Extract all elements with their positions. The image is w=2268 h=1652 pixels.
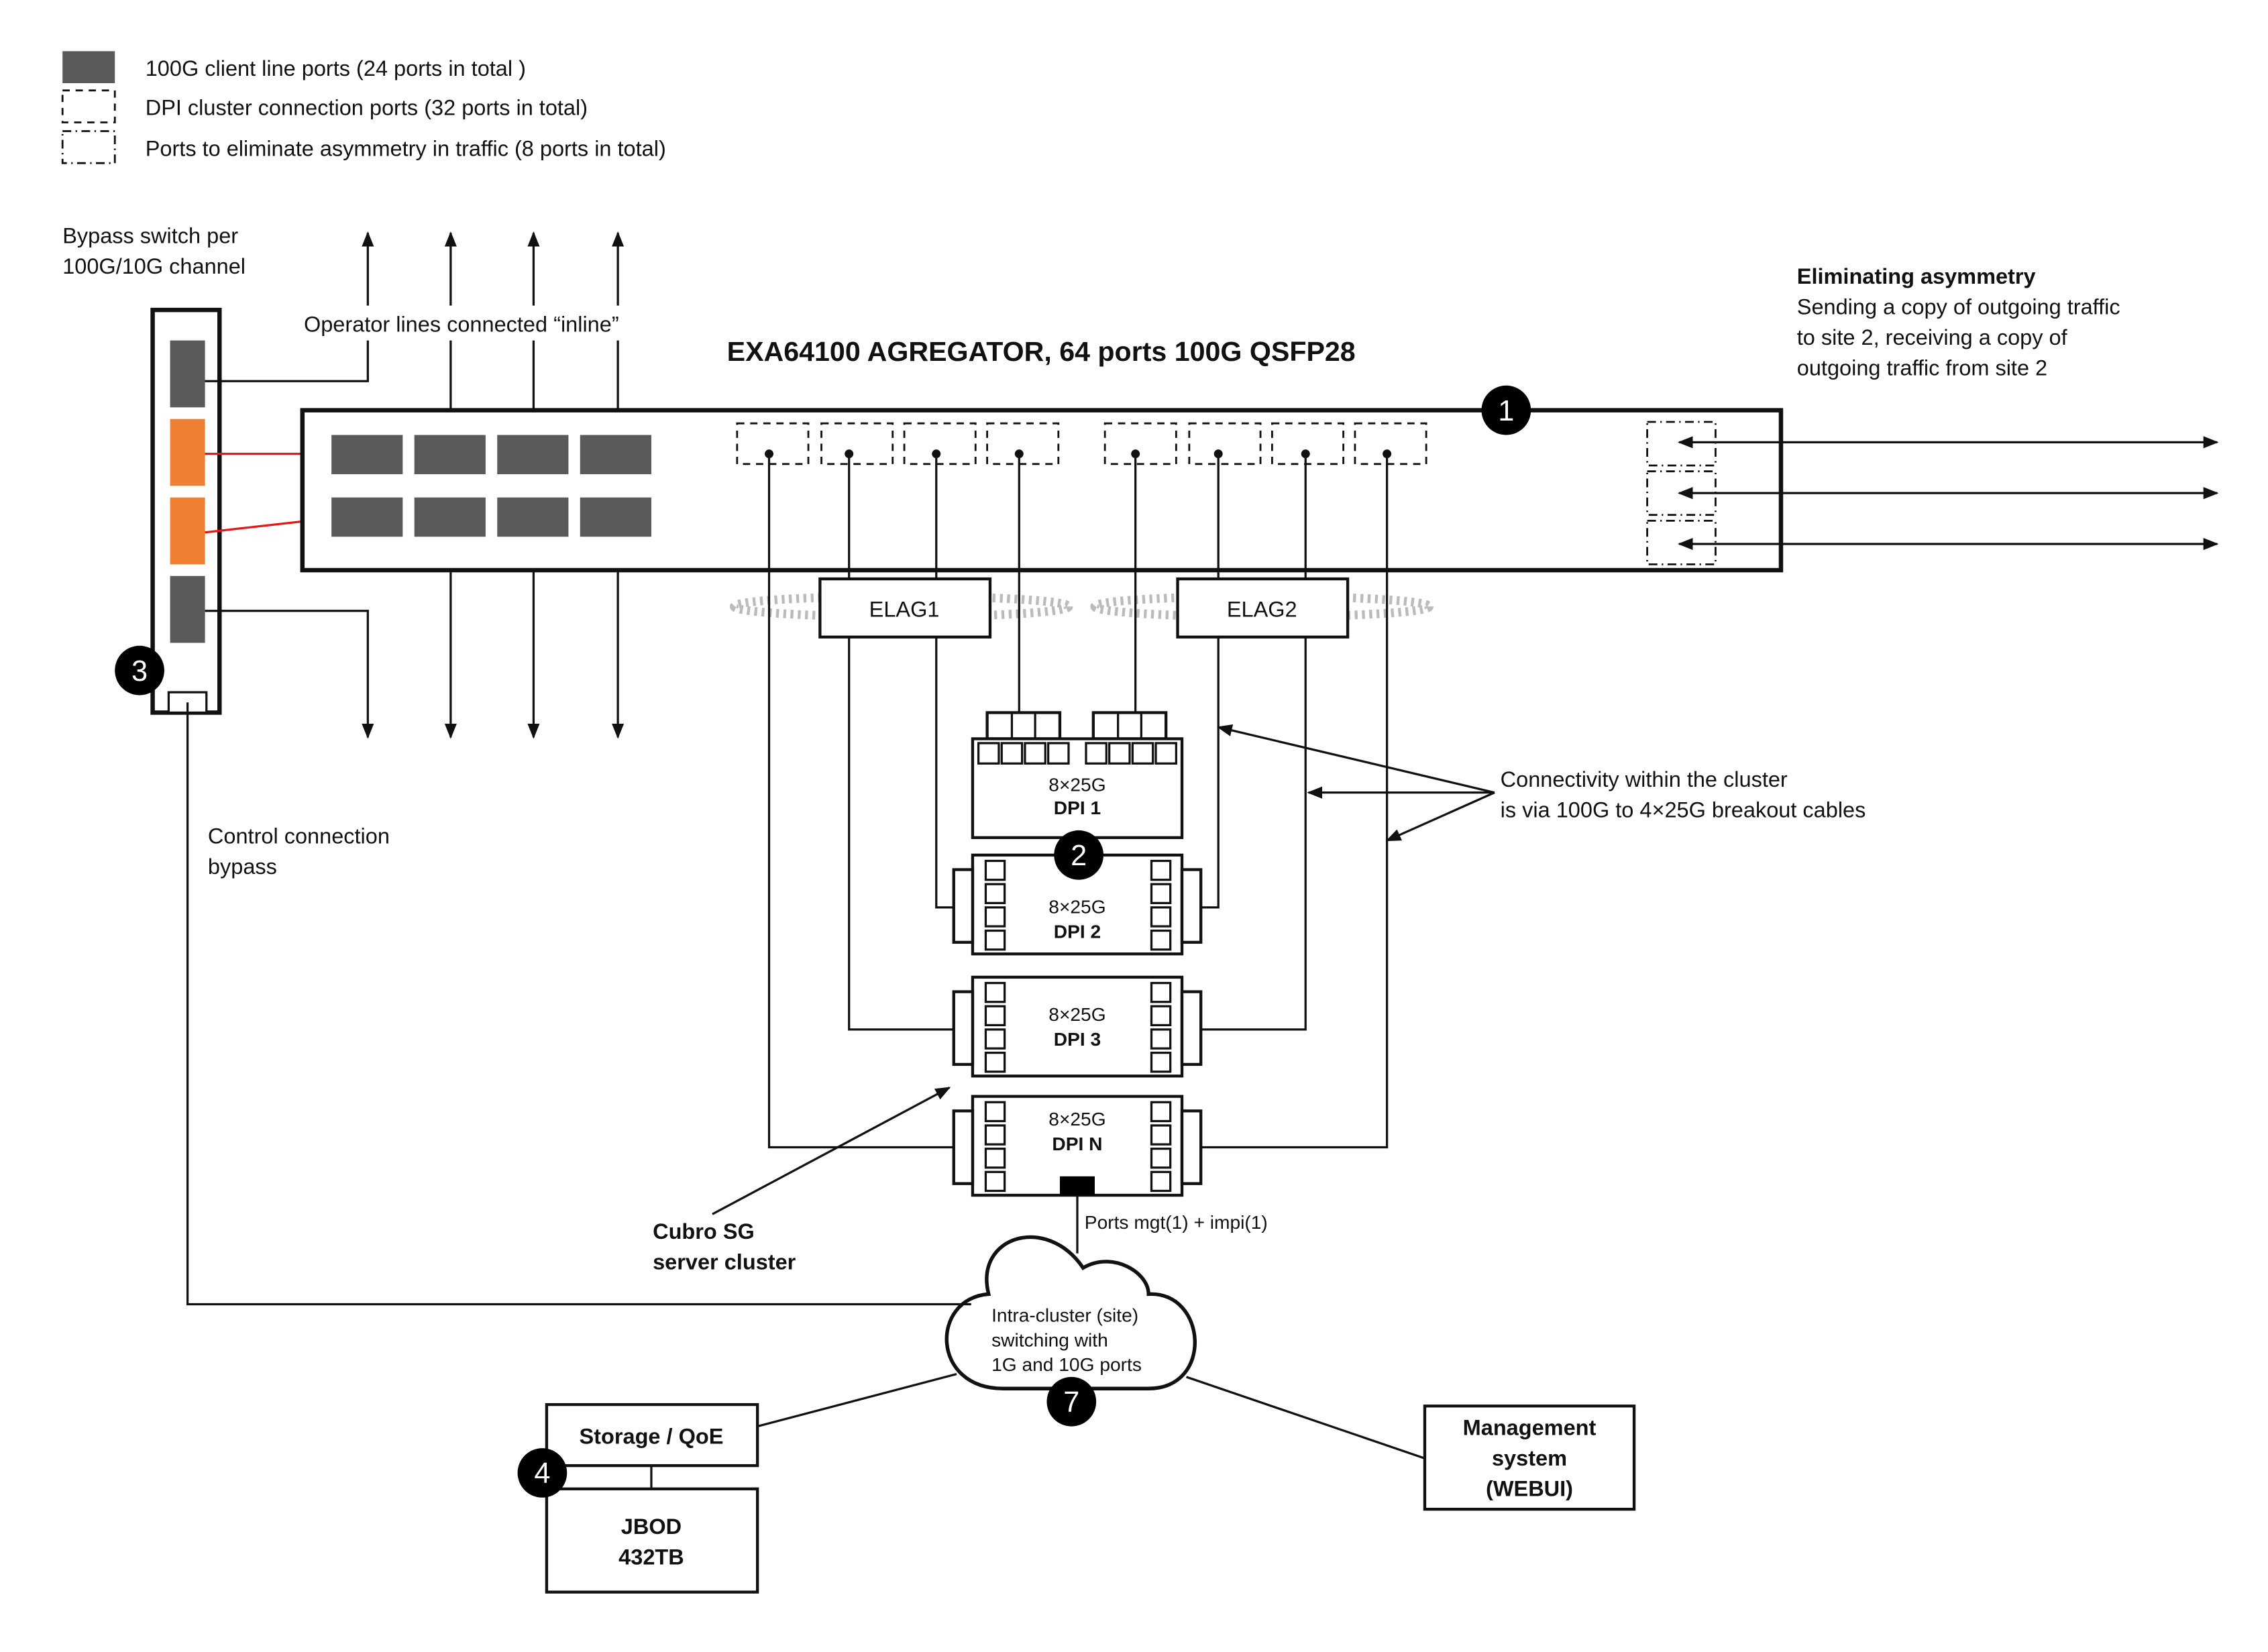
bypass-monitor-port-2 [170,497,205,565]
dashed-port-swatch-icon [61,89,116,123]
asymmetry-links [1677,436,2219,551]
bypass-to-operator-line-top [205,231,374,382]
bypass-switch: Bypass switch per 100G/10G channel 3 [62,223,246,715]
svg-text:2: 2 [1071,840,1087,872]
svg-text:DPI 2: DPI 2 [1054,920,1101,942]
bypass-line-port-bottom [170,575,205,643]
jbod-box: JBOD 432TB [545,1487,759,1594]
cluster-label-line1: Cubro SG [653,1219,755,1244]
svg-text:DPI N: DPI N [1052,1133,1102,1154]
mgmt-ports-label: Ports mgt(1) + impi(1) [1085,1211,1268,1233]
mgmt-port [1059,1176,1095,1195]
svg-text:Management: Management [1463,1416,1597,1440]
asymmetry-title: Eliminating asymmetry [1797,264,2036,288]
asymmetry-note: Eliminating asymmetry Sending a copy of … [1797,264,2120,380]
control-label-line1: Control connection [208,824,390,848]
svg-text:ELAG2: ELAG2 [1227,597,1297,621]
dpi-cabling [765,449,1392,1149]
dpi-3-node: 8×25G DPI 3 [952,975,1203,1078]
svg-text:7: 7 [1063,1386,1079,1419]
svg-text:Connectivity within the cluste: Connectivity within the cluster [1501,767,1788,791]
svg-text:Intra-cluster (site): Intra-cluster (site) [991,1305,1138,1326]
bypass-to-operator-line-bottom [205,610,374,739]
svg-text:DPI 1: DPI 1 [1054,797,1101,818]
storage-link [757,1373,957,1428]
svg-text:system: system [1492,1446,1567,1470]
asymmetry-line2: to site 2, receiving a copy of [1797,325,2068,349]
bypass-label-line2: 100G/10G channel [62,254,246,278]
bypass-label-line1: Bypass switch per [62,223,238,247]
legend: 100G client line ports (24 ports in tota… [61,51,666,164]
connectivity-note: Connectivity within the cluster is via 1… [1216,724,1866,842]
cluster-pointer [712,1087,951,1215]
aggregator-chassis [300,408,1784,573]
management-system-box: Management system (WEBUI) [1423,1405,1636,1511]
asymmetry-line3: outgoing traffic from site 2 [1797,356,2047,380]
dashdot-port-swatch-icon [61,130,116,164]
elag1-box: ELAG1 [818,577,992,639]
badge-4: 4 [517,1448,568,1498]
badge-3: 3 [115,645,164,696]
bypass-monitor-port-1 [170,419,205,486]
svg-text:1G and 10G ports: 1G and 10G ports [991,1354,1142,1375]
legend-label-asymmetry-ports: Ports to eliminate asymmetry in traffic … [146,136,666,160]
svg-text:is via 100G to 4×25G breakout: is via 100G to 4×25G breakout cables [1501,797,1866,822]
svg-text:8×25G: 8×25G [1048,1003,1105,1025]
cluster-label-line2: server cluster [653,1250,796,1274]
svg-text:Storage / QoE: Storage / QoE [580,1425,724,1449]
svg-text:3: 3 [131,655,148,687]
svg-text:ELAG1: ELAG1 [869,597,940,621]
management-link [1185,1376,1425,1460]
svg-text:DPI 3: DPI 3 [1054,1028,1101,1050]
svg-text:432TB: 432TB [618,1545,684,1569]
dpi-n-node: 8×25G DPI N [952,1095,1203,1197]
svg-text:JBOD: JBOD [621,1515,682,1539]
legend-label-client-ports: 100G client line ports (24 ports in tota… [146,56,526,80]
legend-label-dpi-ports: DPI cluster connection ports (32 ports i… [146,96,588,120]
operator-lines-label: Operator lines connected “inline” [304,313,619,337]
client-ports [331,435,651,537]
svg-text:switching with: switching with [991,1329,1108,1350]
svg-text:4: 4 [534,1457,550,1490]
badge-2: 2 [1054,830,1103,880]
solid-port-swatch-icon [62,51,115,84]
svg-text:8×25G: 8×25G [1048,1108,1105,1130]
aggregator-title: EXA64100 AGREGATOR, 64 ports 100G QSFP28 [727,336,1356,367]
operator-lines: Operator lines connected “inline” [298,231,684,739]
svg-text:8×25G: 8×25G [1048,773,1105,795]
asymmetry-line1: Sending a copy of outgoing traffic [1797,295,2120,319]
control-label-line2: bypass [208,855,277,879]
badge-1: 1 [1481,385,1531,435]
aggregator: EXA64100 AGREGATOR, 64 ports 100G QSFP28 [300,336,1784,573]
intra-cluster-switch-cloud: Intra-cluster (site) switching with 1G a… [944,1235,1197,1427]
storage-qoe-box: Storage / QoE [545,1402,759,1468]
svg-text:8×25G: 8×25G [1048,896,1105,918]
svg-text:1: 1 [1498,395,1514,427]
control-connection-line [186,702,971,1306]
elag2-box: ELAG2 [1176,577,1350,639]
dpi-connection-ports [736,422,1427,465]
svg-text:(WEBUI): (WEBUI) [1486,1477,1573,1501]
dpi-1-node: 8×25G DPI 1 [971,711,1184,840]
bypass-line-port-top [170,340,205,408]
